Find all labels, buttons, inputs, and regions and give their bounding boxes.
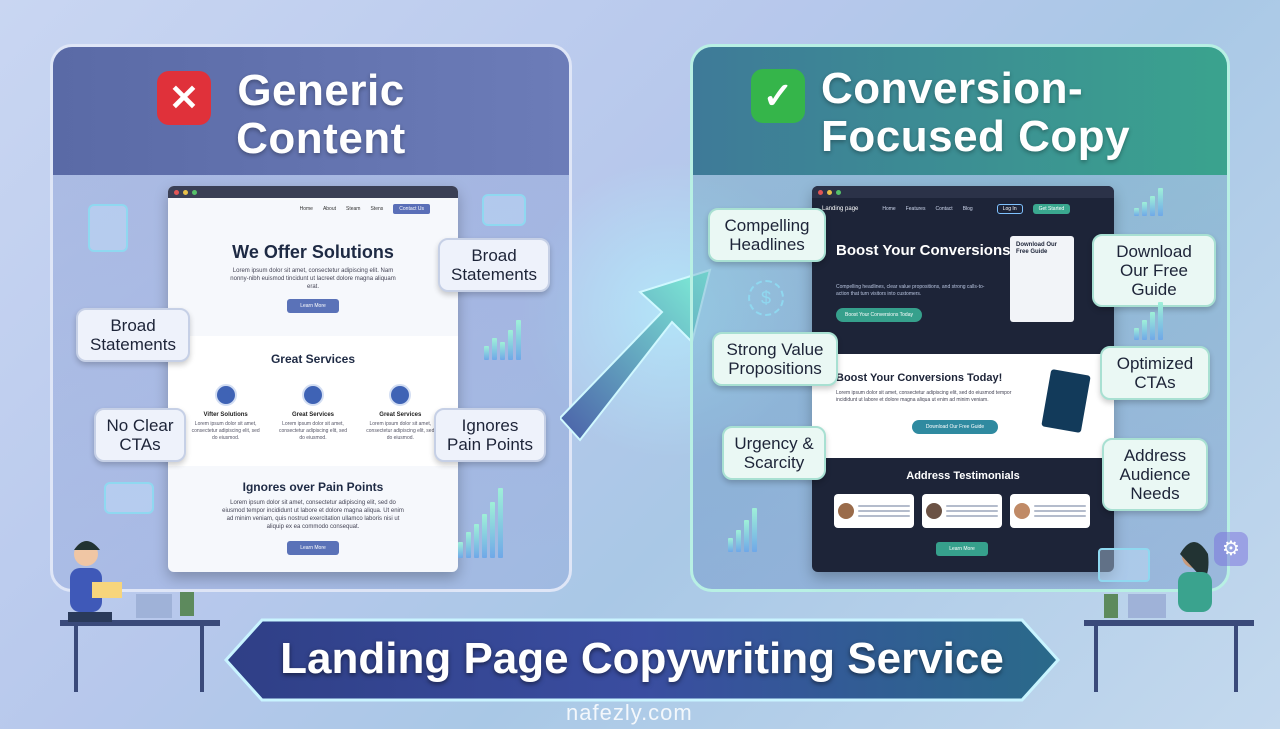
chat-bubble-icon (482, 194, 526, 226)
arrow-icon (560, 268, 712, 442)
nav-contact-button: Contact Us (393, 204, 430, 214)
hero-title: We Offer Solutions (232, 242, 394, 262)
check-icon: ✓ (751, 69, 805, 123)
bottom-title: Ignores over Pain Points (242, 480, 384, 494)
testimonial-card (834, 494, 914, 528)
mockup-logo: Landing page (822, 206, 859, 212)
hero-text: Compelling headlines, clear value propos… (836, 284, 985, 297)
hero-title: Boost Your Conversions Today! (836, 242, 1063, 259)
callout-download-guide: Download Our Free Guide (1092, 234, 1216, 307)
hero-cta-button: Boost Your Conversions Today (836, 308, 922, 322)
signup-button: Get Started (1032, 204, 1071, 214)
service-banner: Landing Page Copywriting Service (222, 612, 1062, 708)
x-icon: ✕ (157, 71, 211, 125)
bar-chart-icon (458, 488, 503, 558)
testimonial-card (922, 494, 1002, 528)
callout-address-audience-needs: Address Audience Needs (1102, 438, 1208, 511)
testimonials-title: Address Testimonials (906, 470, 1020, 482)
bar-chart-icon (728, 508, 757, 552)
nav-about: About (322, 206, 337, 212)
service-card: Great Services Lorem ipsum dolor sit ame… (276, 384, 350, 442)
callout-ignores-pain-points: Ignores Pain Points (434, 408, 546, 462)
testimonial-card (1010, 494, 1090, 528)
conversion-focused-header: ✓ Conversion-Focused Copy (693, 47, 1227, 175)
callout-broad-statements-top: Broad Statements (438, 238, 550, 292)
browser-bar (168, 186, 458, 198)
tablet-icon (1041, 368, 1091, 434)
nav-home: Home (882, 206, 896, 212)
mid-title: Boost Your Conversions Today! (836, 372, 1003, 384)
mockup-nav: Landing page Home Features Contact Blog … (812, 198, 1114, 220)
generic-landing-page-mockup: Home About Steam Stens Contact Us We Off… (168, 186, 458, 572)
service-text: Lorem ipsum dolor sit amet, consectetur … (366, 421, 435, 441)
dollar-cycle-icon: $ (748, 280, 784, 316)
login-button: Log In (996, 204, 1023, 214)
bar-chart-icon (1134, 188, 1163, 216)
nav-steam: Steam (346, 206, 361, 212)
nav-contact: Contact (935, 206, 953, 212)
mockup-nav: Home About Steam Stens Contact Us (168, 198, 458, 214)
panel-title-conversion: Conversion-Focused Copy (821, 64, 1131, 161)
browser-bar (812, 186, 1114, 198)
mid-section: Boost Your Conversions Today! Lorem ipsu… (812, 354, 1114, 458)
banner-title: Landing Page Copywriting Service (280, 634, 1004, 683)
nav-home: Home (299, 206, 313, 212)
conversion-landing-page-mockup: Landing page Home Features Contact Blog … (812, 186, 1114, 572)
person-at-desk-left (60, 541, 220, 692)
nav-features: Features (905, 206, 926, 212)
bar-chart-icon (1134, 302, 1163, 340)
callout-broad-statements-left: Broad Statements (76, 308, 190, 362)
mid-text: Lorem ipsum dolor sit amet, consectetur … (836, 390, 1012, 403)
nav-blog: Blog (962, 206, 973, 212)
learn-more-button: Learn More (936, 542, 988, 556)
download-guide-button: Download Our Free Guide (912, 420, 998, 434)
service-title: Great Services (291, 412, 334, 418)
testimonials-row (834, 494, 1090, 528)
avatar (1014, 503, 1030, 519)
bottom-text: Lorem ipsum dolor sit amet, consectetur … (222, 500, 404, 530)
service-text: Lorem ipsum dolor sit amet, consectetur … (278, 421, 348, 441)
callout-compelling-headlines: Compelling Headlines (708, 208, 826, 262)
avatar (926, 503, 942, 519)
watermark: nafezly.com (566, 700, 693, 725)
callout-urgency-scarcity: Urgency & Scarcity (722, 426, 826, 480)
service-card: Vifter Solutions Lorem ipsum dolor sit a… (189, 384, 263, 442)
panel-title-generic: Generic Content (236, 66, 406, 163)
lightbulb-icon (389, 384, 412, 406)
services-title: Great Services (270, 352, 356, 366)
person-at-desk-right (1084, 542, 1254, 692)
callout-optimized-ctas: Optimized CTAs (1100, 346, 1210, 400)
document-icon (88, 204, 128, 252)
bottom-learn-more-button: Learn More (287, 541, 339, 555)
services-row: Vifter Solutions Lorem ipsum dolor sit a… (168, 384, 458, 442)
nav-stens: Stens (370, 206, 384, 212)
bar-chart-icon (484, 320, 521, 360)
service-title: Vifter Solutions (203, 412, 248, 418)
service-title: Great Services (379, 412, 422, 418)
hero-learn-more-button: Learn More (287, 299, 339, 313)
service-text: Lorem ipsum dolor sit amet, consectetur … (191, 421, 260, 441)
guide-card: Download Our Free Guide (1010, 236, 1074, 322)
callout-strong-value: Strong Value Propositions (712, 332, 838, 386)
hero-text: Lorem ipsum dolor sit amet, consectetur … (230, 268, 396, 290)
avatar (838, 503, 854, 519)
callout-no-clear-ctas: No Clear CTAs (94, 408, 186, 462)
gear-icon: ⚙ (1214, 532, 1248, 566)
chat-bubble-icon (104, 482, 154, 514)
generic-content-header: ✕ Generic Content (53, 47, 569, 175)
chart-panel-icon (1098, 548, 1150, 582)
truck-icon (301, 384, 324, 406)
service-card: Great Services Lorem ipsum dolor sit ame… (363, 384, 437, 442)
gear-icon (214, 384, 237, 406)
